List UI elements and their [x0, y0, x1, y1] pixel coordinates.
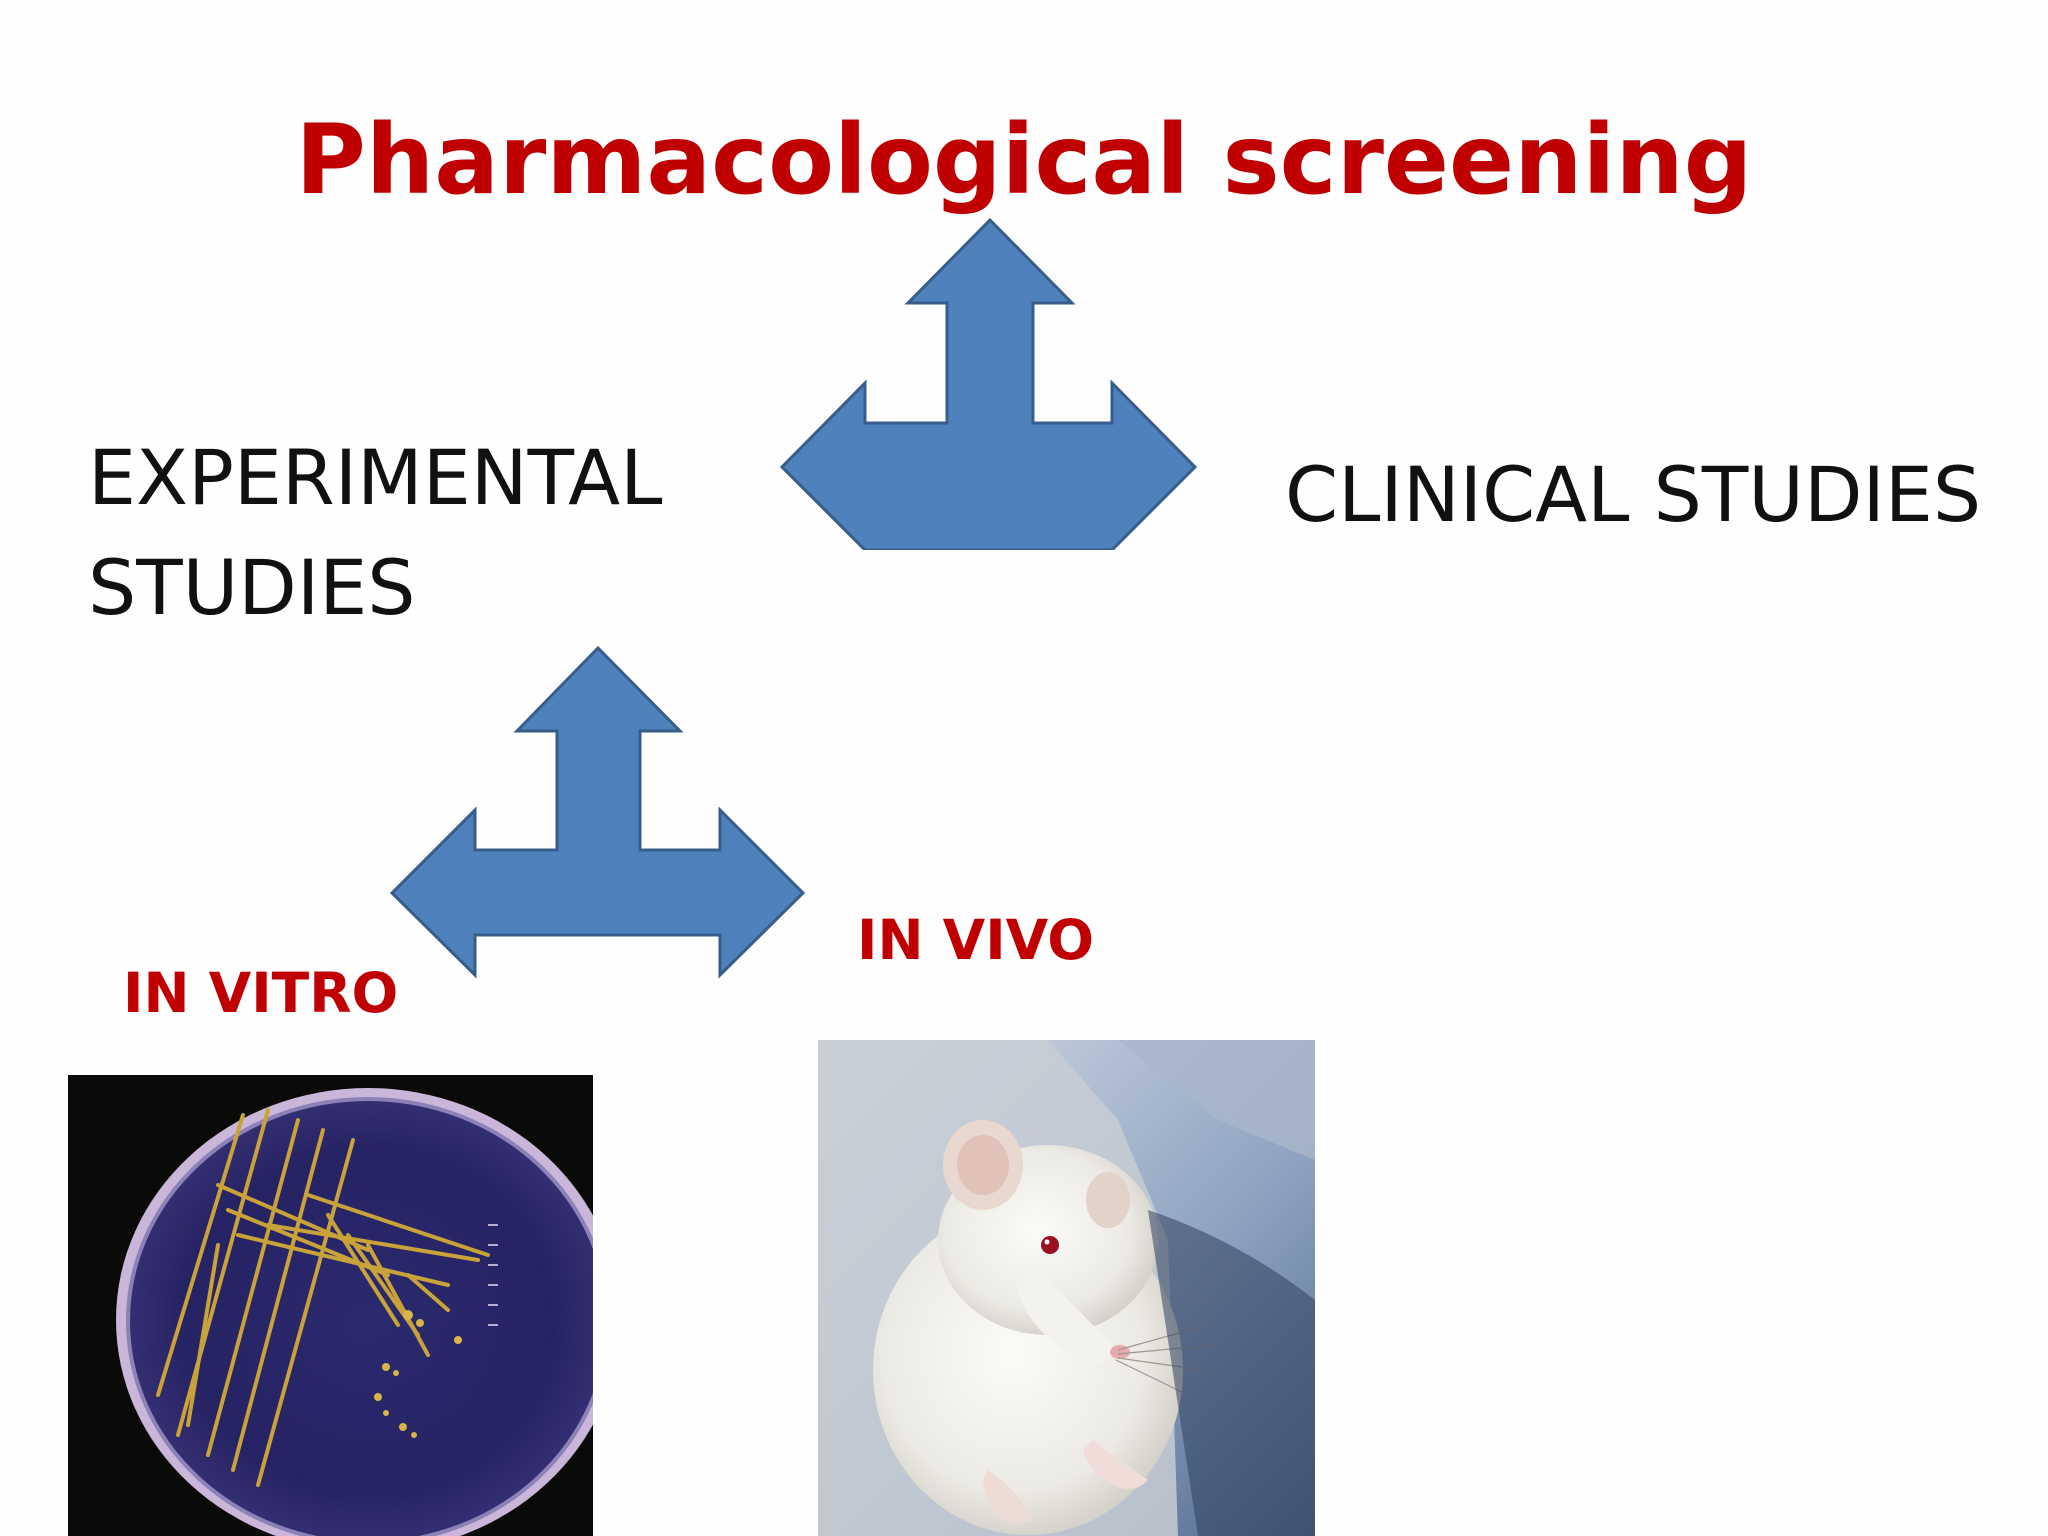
experimental-line-1: EXPERIMENTAL	[88, 433, 663, 522]
three-way-arrow-top	[780, 217, 1198, 550]
in-vitro-label: IN VITRO	[123, 961, 399, 1025]
clinical-studies-label: CLINICAL STUDIES	[1285, 450, 1982, 539]
arrow-shape	[390, 645, 806, 979]
arrow-shape	[780, 217, 1198, 550]
white-rat-photo	[818, 1040, 1315, 1536]
bacterial-streaks	[156, 1108, 490, 1487]
experimental-line-2: STUDIES	[88, 543, 416, 632]
petri-dish-photo	[68, 1075, 593, 1536]
in-vivo-label: IN VIVO	[857, 908, 1095, 972]
bacterial-colonies	[374, 1310, 462, 1438]
three-way-arrow-bottom	[390, 645, 806, 979]
experimental-studies-label: EXPERIMENTAL STUDIES	[88, 423, 708, 643]
rat	[873, 1120, 1214, 1535]
slide-title: Pharmacological screening	[295, 104, 1753, 216]
dish-ruler-marks	[488, 1224, 498, 1326]
